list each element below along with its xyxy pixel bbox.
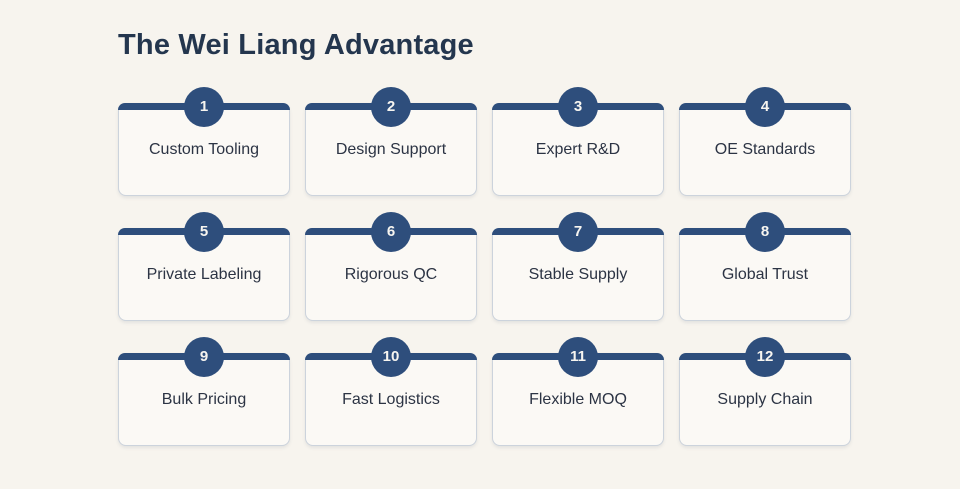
number-badge: 8 (745, 211, 785, 252)
advantage-grid: 1 Custom Tooling 2 Design Support 3 Expe… (118, 86, 960, 446)
page-title: The Wei Liang Advantage (118, 29, 474, 61)
number-badge: 3 (558, 86, 598, 127)
card: 11 Flexible MOQ (492, 336, 664, 446)
number-badge: 9 (184, 336, 224, 377)
number-badge: 10 (371, 336, 411, 377)
advantage-card-5: 5 Private Labeling (118, 211, 290, 321)
number-badge: 11 (558, 336, 598, 377)
badge-number: 2 (386, 98, 396, 116)
badge-number: 10 (382, 348, 400, 366)
card: 9 Bulk Pricing (118, 336, 290, 446)
badge-number: 11 (570, 348, 586, 366)
card-label: Stable Supply (528, 266, 628, 284)
advantage-card-4: 4 OE Standards (679, 86, 851, 196)
card: 10 Fast Logistics (305, 336, 477, 446)
advantage-card-8: 8 Global Trust (679, 211, 851, 321)
badge-number: 12 (756, 348, 774, 366)
card: 8 Global Trust (679, 211, 851, 321)
badge-number: 4 (760, 98, 770, 116)
badge-number: 3 (573, 98, 583, 116)
advantage-card-6: 6 Rigorous QC (305, 211, 477, 321)
card-label: Rigorous QC (344, 266, 438, 284)
card-label: Fast Logistics (342, 391, 440, 409)
advantage-card-7: 7 Stable Supply (492, 211, 664, 321)
card: 4 OE Standards (679, 86, 851, 196)
card-label: Private Labeling (146, 266, 262, 284)
badge-number: 6 (386, 223, 396, 241)
advantage-card-3: 3 Expert R&D (492, 86, 664, 196)
advantage-card-10: 10 Fast Logistics (305, 336, 477, 446)
advantage-card-1: 1 Custom Tooling (118, 86, 290, 196)
card: 12 Supply Chain (679, 336, 851, 446)
card-label: Global Trust (721, 266, 809, 284)
card-label: Design Support (335, 141, 447, 159)
number-badge: 7 (558, 211, 598, 252)
number-badge: 2 (371, 86, 411, 127)
advantage-card-2: 2 Design Support (305, 86, 477, 196)
advantage-card-9: 9 Bulk Pricing (118, 336, 290, 446)
card-label: OE Standards (714, 141, 816, 159)
card-label: Bulk Pricing (161, 391, 247, 409)
card: 2 Design Support (305, 86, 477, 196)
advantage-card-11: 11 Flexible MOQ (492, 336, 664, 446)
card: 7 Stable Supply (492, 211, 664, 321)
card: 3 Expert R&D (492, 86, 664, 196)
badge-number: 1 (199, 98, 209, 116)
number-badge: 5 (184, 211, 224, 252)
card-label: Custom Tooling (149, 141, 259, 159)
card-label: Expert R&D (535, 141, 621, 159)
advantage-card-12: 12 Supply Chain (679, 336, 851, 446)
badge-number: 5 (199, 223, 209, 241)
card: 5 Private Labeling (118, 211, 290, 321)
card: 1 Custom Tooling (118, 86, 290, 196)
card-label: Flexible MOQ (529, 391, 627, 409)
number-badge: 4 (745, 86, 785, 127)
number-badge: 12 (745, 336, 785, 377)
badge-number: 8 (760, 223, 770, 241)
number-badge: 6 (371, 211, 411, 252)
badge-number: 9 (199, 348, 209, 366)
badge-number: 7 (573, 223, 583, 241)
number-badge: 1 (184, 86, 224, 127)
card: 6 Rigorous QC (305, 211, 477, 321)
card-label: Supply Chain (717, 391, 813, 409)
